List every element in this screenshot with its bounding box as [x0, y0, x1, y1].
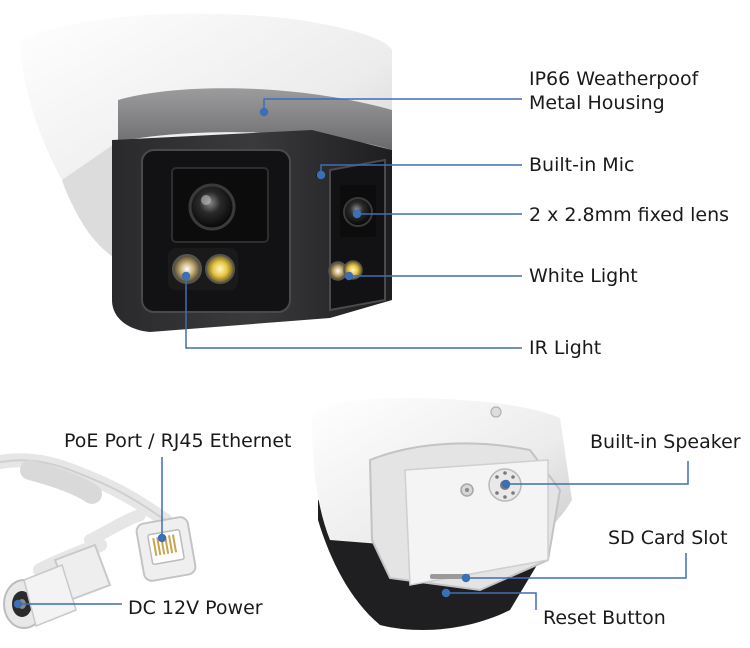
sd-slot	[430, 574, 470, 579]
front-camera-illustration	[20, 13, 392, 332]
leader-lines	[13, 98, 689, 610]
label-mic: Built-in Mic	[529, 154, 635, 176]
label-poe: PoE Port / RJ45 Ethernet	[64, 430, 292, 452]
label-dc-power: DC 12V Power	[128, 597, 263, 619]
cable-illustration	[0, 453, 197, 629]
leader-sd	[466, 553, 687, 579]
rear-camera-illustration	[312, 398, 572, 630]
label-housing-line1: IP66 Weatherpoof	[529, 68, 699, 90]
leader-ir-light	[185, 276, 522, 349]
leader-speaker	[506, 461, 689, 485]
label-housing-line2: Metal Housing	[529, 92, 665, 114]
left-lens	[188, 183, 236, 231]
label-ir-light: IR Light	[529, 337, 602, 359]
leader-housing	[263, 98, 522, 112]
left-white-led	[205, 254, 235, 284]
left-ir-led	[172, 254, 202, 284]
label-lens: 2 x 2.8mm fixed lens	[529, 204, 730, 226]
label-sd-card: SD Card Slot	[608, 527, 728, 549]
label-speaker: Built-in Speaker	[590, 431, 741, 453]
leader-reset	[446, 592, 537, 610]
label-reset: Reset Button	[543, 607, 666, 629]
label-white-light: White Light	[529, 265, 638, 287]
